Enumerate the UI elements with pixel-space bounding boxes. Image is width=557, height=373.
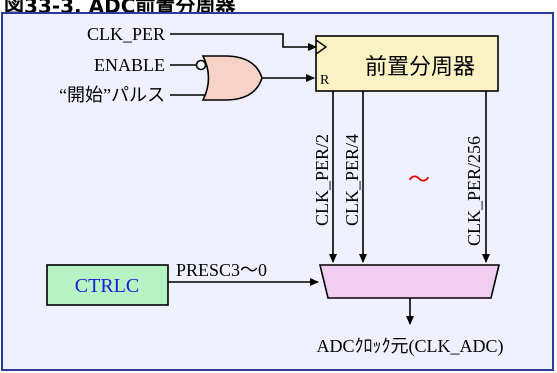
figure-title-strip: 図33-3. ADC前置分周器 — [0, 0, 557, 12]
prescaler-block — [315, 35, 499, 92]
clk-per-input-label: CLK_PER — [87, 24, 165, 44]
output-label: ADCｸﾛｯｸ元(CLK_ADC) — [317, 336, 504, 357]
div256-label: CLK_PER/256 — [464, 136, 484, 246]
div2-label: CLK_PER/2 — [312, 134, 332, 226]
or-gate — [201, 55, 263, 101]
clk-per-wire — [170, 33, 317, 51]
clock-multiplexer — [318, 264, 501, 299]
presc-select-label: PRESC3～0 — [176, 260, 267, 280]
prescaler-label: 前置分周器 — [365, 55, 475, 80]
div4-label: CLK_PER/4 — [342, 134, 362, 226]
figure-title: 図33-3. ADC前置分周器 — [4, 0, 236, 12]
enable-input-label: ENABLE — [94, 55, 165, 75]
ctrlc-label: CTRLC — [75, 275, 139, 297]
tap-ellipsis: ～ — [408, 168, 430, 193]
reset-pin-label: R — [320, 73, 330, 88]
clock-pin-triangle — [315, 39, 328, 55]
inverter-bubble — [195, 59, 207, 71]
ctrlc-register — [46, 264, 169, 306]
start-pulse-input-label: “開始”パルス — [59, 85, 165, 105]
